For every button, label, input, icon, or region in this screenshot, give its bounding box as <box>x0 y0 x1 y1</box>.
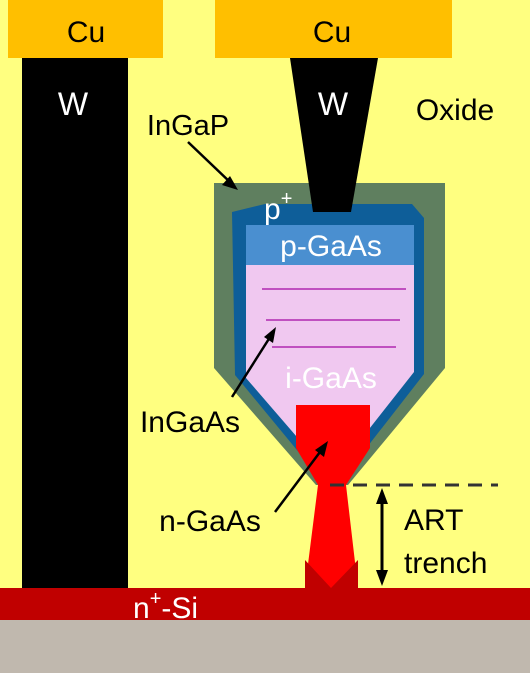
w-right-label: W <box>318 86 349 122</box>
w-left-label: W <box>58 86 89 122</box>
art-trench-arrowhead-bottom <box>376 570 388 586</box>
cu-left-label: Cu <box>67 16 105 49</box>
ingaas-pointer-arrowhead <box>264 327 276 343</box>
ingap-pointer-arrow <box>187 141 233 185</box>
cu-right-label: Cu <box>313 16 351 49</box>
n-gaas-pillar <box>296 405 370 588</box>
n-gaas-label: n-GaAs <box>159 505 261 538</box>
copper-pad-right <box>215 0 452 58</box>
i-gaas-region <box>246 265 414 466</box>
p-gaas-layer <box>246 225 414 265</box>
i-gaas-label: i-GaAs <box>285 362 377 395</box>
substrate-layer <box>0 618 530 673</box>
p-plus-label: p+ <box>264 188 292 226</box>
tungsten-via-left <box>22 58 128 588</box>
trench-label: trench <box>404 547 487 580</box>
n-plus-si-layer <box>0 588 530 620</box>
tungsten-via-right <box>290 58 378 212</box>
art-trench-arrowhead-top <box>376 488 388 504</box>
oxide-label: Oxide <box>416 94 494 127</box>
n-plus-si-label: n+-Si <box>133 588 198 625</box>
art-label: ART <box>404 504 463 537</box>
n-gaas-pointer-arrow <box>274 447 324 513</box>
ingaas-label: InGaAs <box>140 406 240 439</box>
copper-pad-left <box>8 0 163 58</box>
ingap-label: InGaP <box>147 110 229 142</box>
ingap-pointer-arrowhead <box>222 176 238 190</box>
p-gaas-label: p-GaAs <box>280 230 382 263</box>
ingaas-pointer-arrow <box>230 333 274 398</box>
n-gaas-pointer-arrowhead <box>315 441 328 457</box>
n-gaas-trench-tip <box>305 560 358 590</box>
